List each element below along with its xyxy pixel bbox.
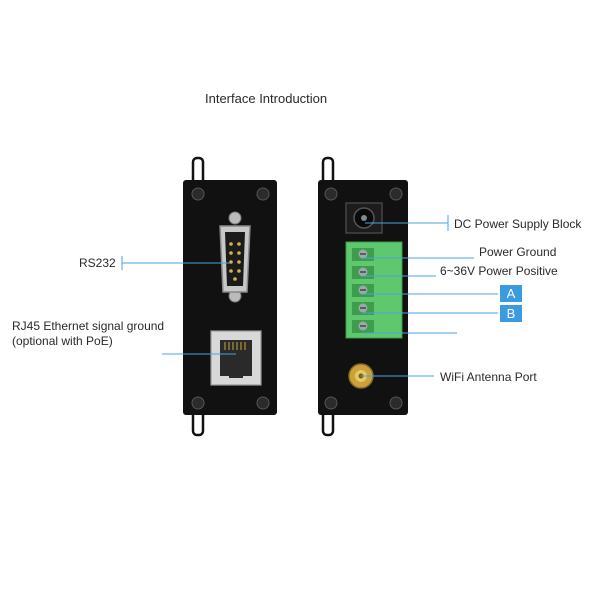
badge-b: B (500, 305, 522, 322)
left-device (183, 156, 277, 437)
label-rj45: RJ45 Ethernet signal ground (optional wi… (12, 319, 165, 348)
rs232-port-icon (219, 211, 251, 303)
right-screws (324, 187, 403, 410)
left-screws (191, 187, 270, 410)
terminal-block-icon (345, 241, 403, 339)
label-wifi-antenna: WiFi Antenna Port (440, 370, 537, 384)
diagram-title: Interface Introduction (205, 91, 328, 106)
label-power-ground: Power Ground (479, 245, 557, 259)
rj45-port-icon (210, 330, 262, 386)
right-device (318, 156, 408, 437)
badge-a: A (500, 285, 522, 302)
leader-lines (121, 215, 498, 377)
dc-jack-icon (345, 202, 383, 234)
label-dc-power: DC Power Supply Block (454, 217, 582, 231)
label-power-positive: 6~36V Power Positive (440, 264, 558, 278)
label-rs232: RS232 (79, 256, 116, 270)
